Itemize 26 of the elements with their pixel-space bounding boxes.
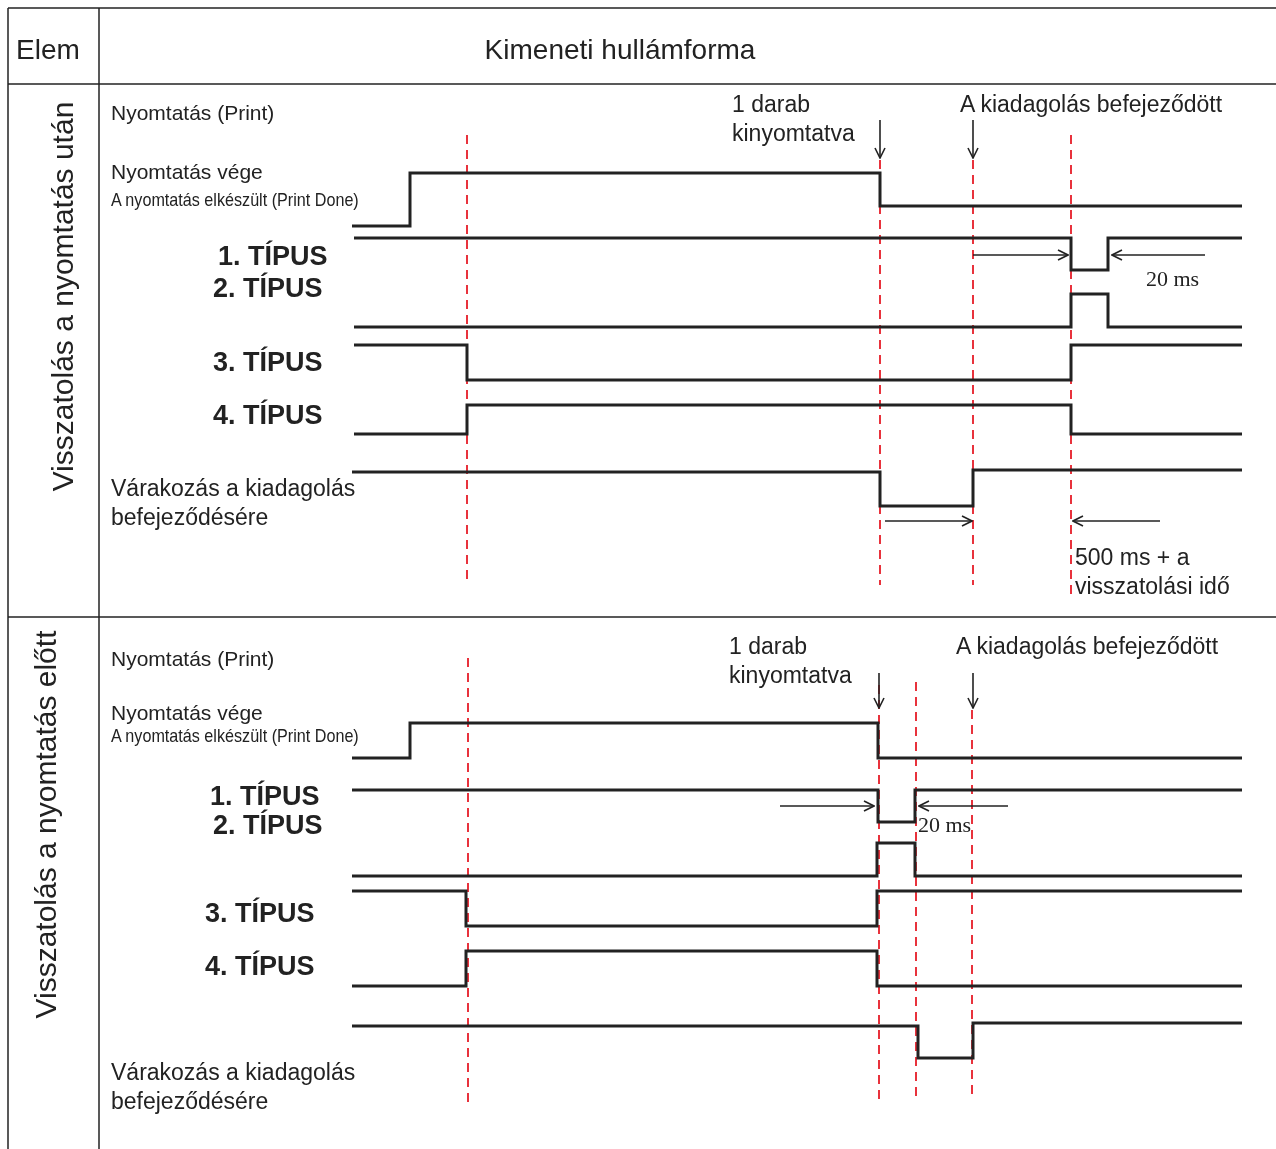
row-header: Visszatolás a nyomtatás után: [45, 100, 79, 494]
dimension-label: 20 ms: [1146, 265, 1201, 293]
event-label: 1 darab kinyomtatva: [729, 632, 853, 690]
type-label: 2. TÍPUS: [213, 809, 324, 842]
type-label: 3. TÍPUS: [205, 897, 316, 930]
type-label: 4. TÍPUS: [205, 950, 316, 983]
type-label: 1. TÍPUS: [218, 240, 329, 272]
signal-name: A nyomtatás elkészült (Print Done): [111, 724, 360, 748]
event-label: A kiadagolás befejeződött: [960, 90, 1224, 119]
row-header: Visszatolás a nyomtatás előtt: [28, 629, 62, 1021]
column-header: Kimeneti hullámforma: [483, 33, 757, 67]
event-label: A kiadagolás befejeződött: [956, 632, 1220, 661]
signal-name: Várakozás a kiadagolás befejeződésére: [111, 1058, 357, 1116]
signal-name: Nyomtatás vége: [111, 700, 264, 726]
signal-name: Nyomtatás (Print): [111, 100, 276, 126]
column-header: Elem: [16, 33, 81, 67]
type-label: 3. TÍPUS: [213, 346, 324, 379]
signal-name: Várakozás a kiadagolás befejeződésére: [111, 474, 357, 532]
dimension-label: 500 ms + a visszatolási idő: [1075, 543, 1231, 601]
type-label: 2. TÍPUS: [213, 272, 324, 305]
type-label: 4. TÍPUS: [213, 399, 324, 432]
event-label: 1 darab kinyomtatva: [732, 90, 856, 148]
dimension-label: 20 ms: [918, 811, 973, 839]
signal-name: A nyomtatás elkészült (Print Done): [111, 188, 360, 212]
signal-name: Nyomtatás vége: [111, 159, 264, 185]
signal-name: Nyomtatás (Print): [111, 646, 276, 672]
